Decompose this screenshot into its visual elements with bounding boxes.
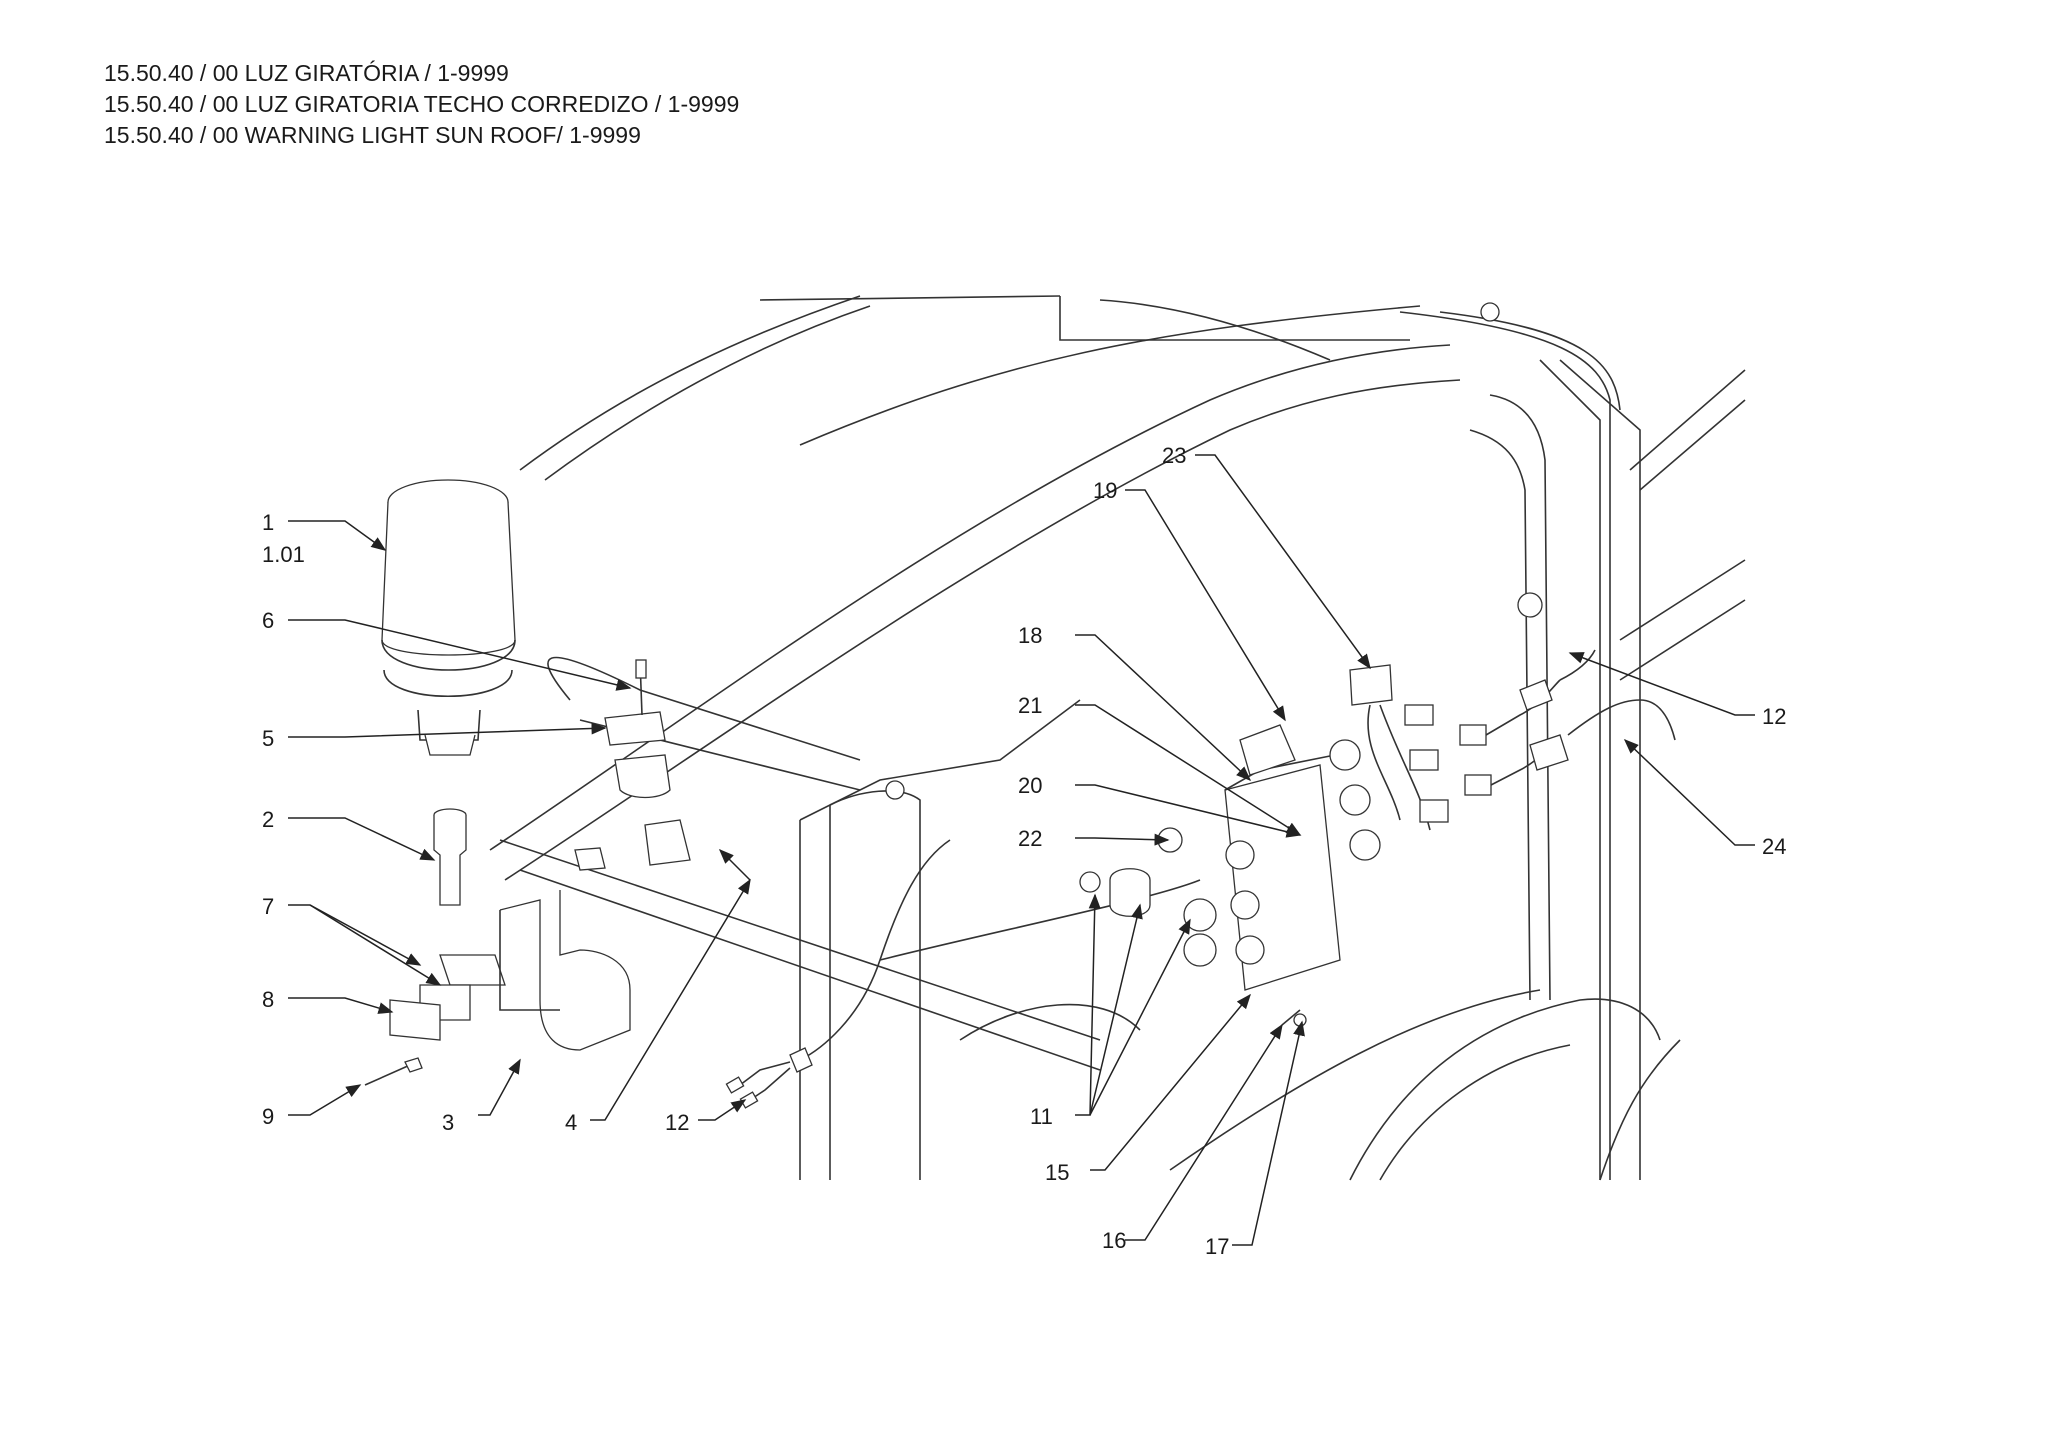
callout-22: 22 bbox=[1018, 826, 1042, 851]
callout-16: 16 bbox=[1102, 1228, 1126, 1253]
wire-harness bbox=[725, 649, 1676, 1109]
mount-post bbox=[433, 808, 467, 906]
callout-1-01: 1.01 bbox=[262, 542, 305, 567]
callout-4: 4 bbox=[565, 1110, 577, 1135]
document-header: 15.50.40 / 00 LUZ GIRATÓRIA / 1-9999 15.… bbox=[104, 58, 739, 151]
callout-5: 5 bbox=[262, 726, 274, 751]
title-line-2: 15.50.40 / 00 LUZ GIRATORIA TECHO CORRED… bbox=[104, 91, 740, 117]
callout-24: 24 bbox=[1762, 834, 1786, 859]
title-line-3: 15.50.40 / 00 WARNING LIGHT SUN ROOF/ 1-… bbox=[104, 122, 641, 148]
callout-20: 20 bbox=[1018, 773, 1042, 798]
callout-23: 23 bbox=[1162, 443, 1186, 468]
mounting-bracket bbox=[499, 890, 631, 1051]
callout-11: 11 bbox=[1030, 1104, 1053, 1129]
callout-6: 6 bbox=[262, 608, 274, 633]
callout-9: 9 bbox=[262, 1104, 274, 1129]
leader-lines bbox=[288, 454, 1755, 1246]
callout-15: 15 bbox=[1045, 1160, 1069, 1185]
callout-12-right: 12 bbox=[1762, 704, 1786, 729]
callout-17: 17 bbox=[1205, 1234, 1229, 1259]
callout-18: 18 bbox=[1018, 623, 1042, 648]
callout-7: 7 bbox=[262, 894, 274, 919]
callout-3: 3 bbox=[442, 1110, 454, 1135]
title-line-1: 15.50.40 / 00 LUZ GIRATÓRIA / 1-9999 bbox=[104, 60, 509, 86]
callout-2: 2 bbox=[262, 807, 274, 832]
callout-19: 19 bbox=[1093, 478, 1117, 503]
callout-12-left: 12 bbox=[665, 1110, 689, 1135]
callout-21: 21 bbox=[1018, 693, 1042, 718]
clamp-bracket bbox=[364, 954, 506, 1086]
rotating-beacon bbox=[381, 479, 516, 756]
callout-8: 8 bbox=[262, 987, 274, 1012]
callout-labels: 1 1.01 6 5 2 7 8 9 3 4 12 23 19 18 21 20… bbox=[262, 443, 1786, 1259]
callout-1: 1 bbox=[262, 510, 274, 535]
roof-bracket bbox=[574, 659, 691, 871]
switch-panel bbox=[1079, 724, 1341, 1027]
